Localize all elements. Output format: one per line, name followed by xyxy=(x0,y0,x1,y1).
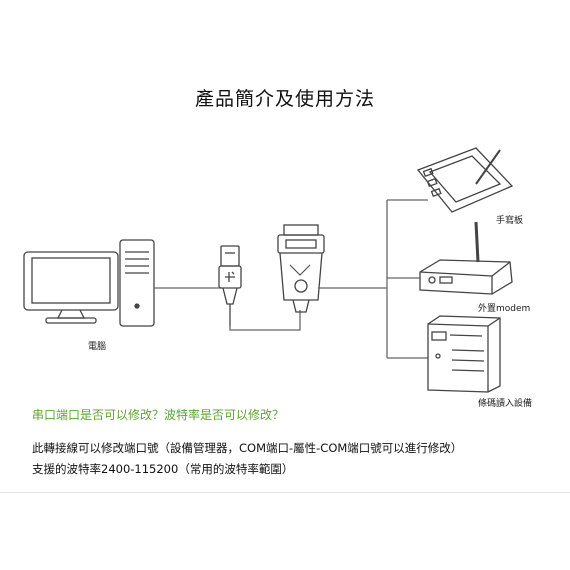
page-title: 產品簡介及使用方法 xyxy=(194,88,375,110)
tablet-icon xyxy=(416,147,514,213)
pc-tower-icon xyxy=(119,239,155,327)
db9-connector-icon xyxy=(277,224,325,313)
description-line-1: 此轉接線可以修改端口號（設備管理器，COM端口-屬性-COM端口號可以進行修改） xyxy=(32,441,463,455)
section-divider xyxy=(0,492,570,493)
usb-connector-icon xyxy=(218,245,242,326)
computer-label: 電腦 xyxy=(88,342,107,352)
modem-icon xyxy=(419,221,513,295)
faq-question: 串口端口是否可以修改？波特率是否可以修改？ xyxy=(32,408,285,422)
tablet-label: 手寫板 xyxy=(496,216,524,226)
description-line-2: 支援的波特率2400-115200（常用的波特率範圍） xyxy=(32,462,294,476)
modem-label: 外置modem xyxy=(478,304,531,314)
monitor-icon xyxy=(23,251,119,324)
barcode-device-label: 條碼讀入設備 xyxy=(478,399,533,409)
barcode-printer-icon xyxy=(427,315,501,393)
